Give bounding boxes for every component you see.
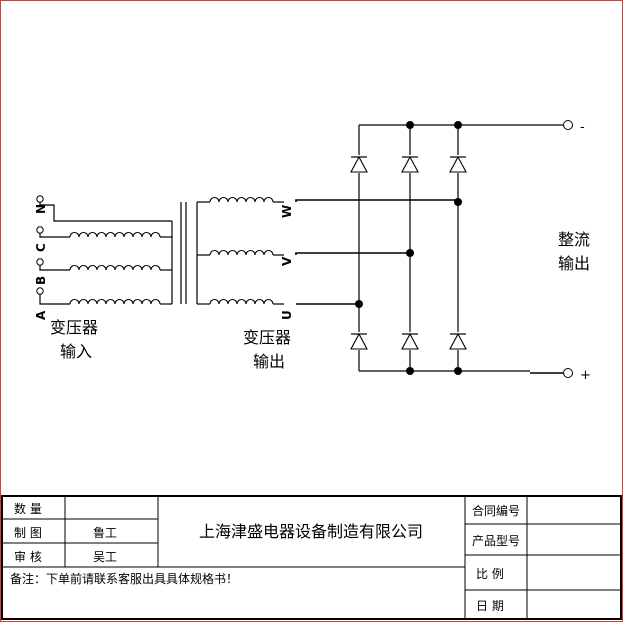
junction-dot bbox=[406, 249, 414, 257]
label-b: B bbox=[34, 276, 48, 285]
transformer-core bbox=[180, 202, 187, 304]
scale-label: 比 例 bbox=[476, 567, 504, 581]
note: 备注：下单前请联系客服出具具体规格书！ bbox=[10, 571, 238, 586]
drawing-label: 制 图 bbox=[14, 526, 42, 540]
primary-windings bbox=[69, 220, 173, 305]
junction-dot bbox=[454, 367, 462, 375]
junction-dot bbox=[406, 121, 414, 129]
label-v: V bbox=[280, 256, 294, 266]
terminal-positive bbox=[563, 368, 573, 378]
terminal-n bbox=[36, 195, 44, 203]
diode-bottom-2 bbox=[401, 332, 419, 350]
label-a: A bbox=[34, 310, 48, 320]
label-dc-positive: + bbox=[580, 368, 591, 383]
diode-top-3 bbox=[449, 155, 467, 173]
output-label-line2: 输出 bbox=[253, 352, 285, 371]
diode-bottom-3 bbox=[449, 332, 467, 350]
label-w: W bbox=[280, 205, 294, 218]
review-label: 审 核 bbox=[14, 549, 42, 564]
contract-label: 合同编号 bbox=[472, 503, 520, 518]
model-label: 产品型号 bbox=[472, 534, 520, 548]
junction-dot bbox=[454, 121, 462, 129]
title-block: 数 量 制 图 鲁工 审 核 吴工 上海津盛电器设备制造有限公司 备注：下单前请… bbox=[1, 495, 622, 620]
phase-wires bbox=[295, 199, 459, 305]
junction-dot bbox=[355, 300, 363, 308]
block-labels: 变压器 输入 变压器 输出 整流 输出 bbox=[50, 230, 590, 371]
date-label: 日 期 bbox=[476, 599, 504, 613]
label-dc-negative: - bbox=[580, 120, 585, 135]
diode-top-1 bbox=[350, 155, 368, 173]
label-c: C bbox=[34, 243, 48, 252]
review-value: 吴工 bbox=[93, 550, 117, 564]
secondary-windings bbox=[196, 196, 284, 305]
junction-dot bbox=[406, 367, 414, 375]
quantity-label: 数 量 bbox=[14, 501, 42, 516]
rectifier-bridge bbox=[350, 120, 573, 378]
rectifier-label-line2: 输出 bbox=[558, 254, 590, 273]
terminal-c bbox=[36, 226, 44, 234]
output-label-line1: 变压器 bbox=[243, 328, 291, 347]
label-u: U bbox=[280, 310, 294, 320]
terminal-negative bbox=[563, 120, 573, 130]
junction-dot bbox=[454, 198, 462, 206]
terminal-labels: N C B A W V U - + bbox=[34, 120, 591, 383]
label-n: N bbox=[34, 204, 48, 214]
terminal-b bbox=[36, 258, 44, 266]
input-label-line2: 输入 bbox=[60, 342, 92, 361]
company-name: 上海津盛电器设备制造有限公司 bbox=[199, 522, 423, 541]
terminal-a bbox=[36, 287, 44, 295]
input-label-line1: 变压器 bbox=[50, 318, 98, 337]
diode-bottom-1 bbox=[350, 332, 368, 350]
diode-top-2 bbox=[401, 155, 419, 173]
drawing-value: 鲁工 bbox=[93, 526, 117, 540]
input-terminals bbox=[36, 195, 78, 305]
rectifier-label-line1: 整流 bbox=[558, 230, 590, 249]
